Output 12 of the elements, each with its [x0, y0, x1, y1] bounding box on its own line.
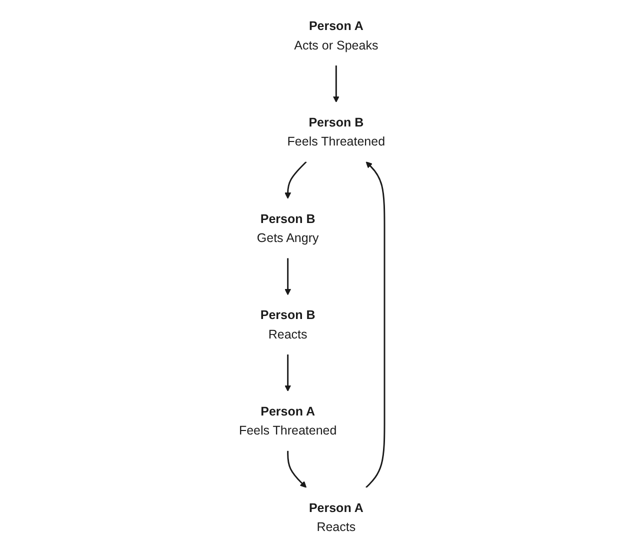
arrow	[284, 258, 292, 296]
node-text: Person B Gets Angry	[256, 212, 319, 245]
node-text: Person B Reacts	[260, 308, 316, 341]
node-text: Person A Reacts	[308, 500, 364, 534]
arrow	[284, 161, 307, 199]
arrow	[332, 65, 340, 102]
arrow	[284, 354, 292, 392]
node-text: Person A Acts or Speaks	[294, 19, 378, 52]
arrow	[287, 450, 307, 488]
arrow	[366, 161, 386, 488]
node-text: Person A Feels Threatened	[238, 404, 337, 438]
node-text: Person B Feels Threatened	[287, 115, 386, 148]
